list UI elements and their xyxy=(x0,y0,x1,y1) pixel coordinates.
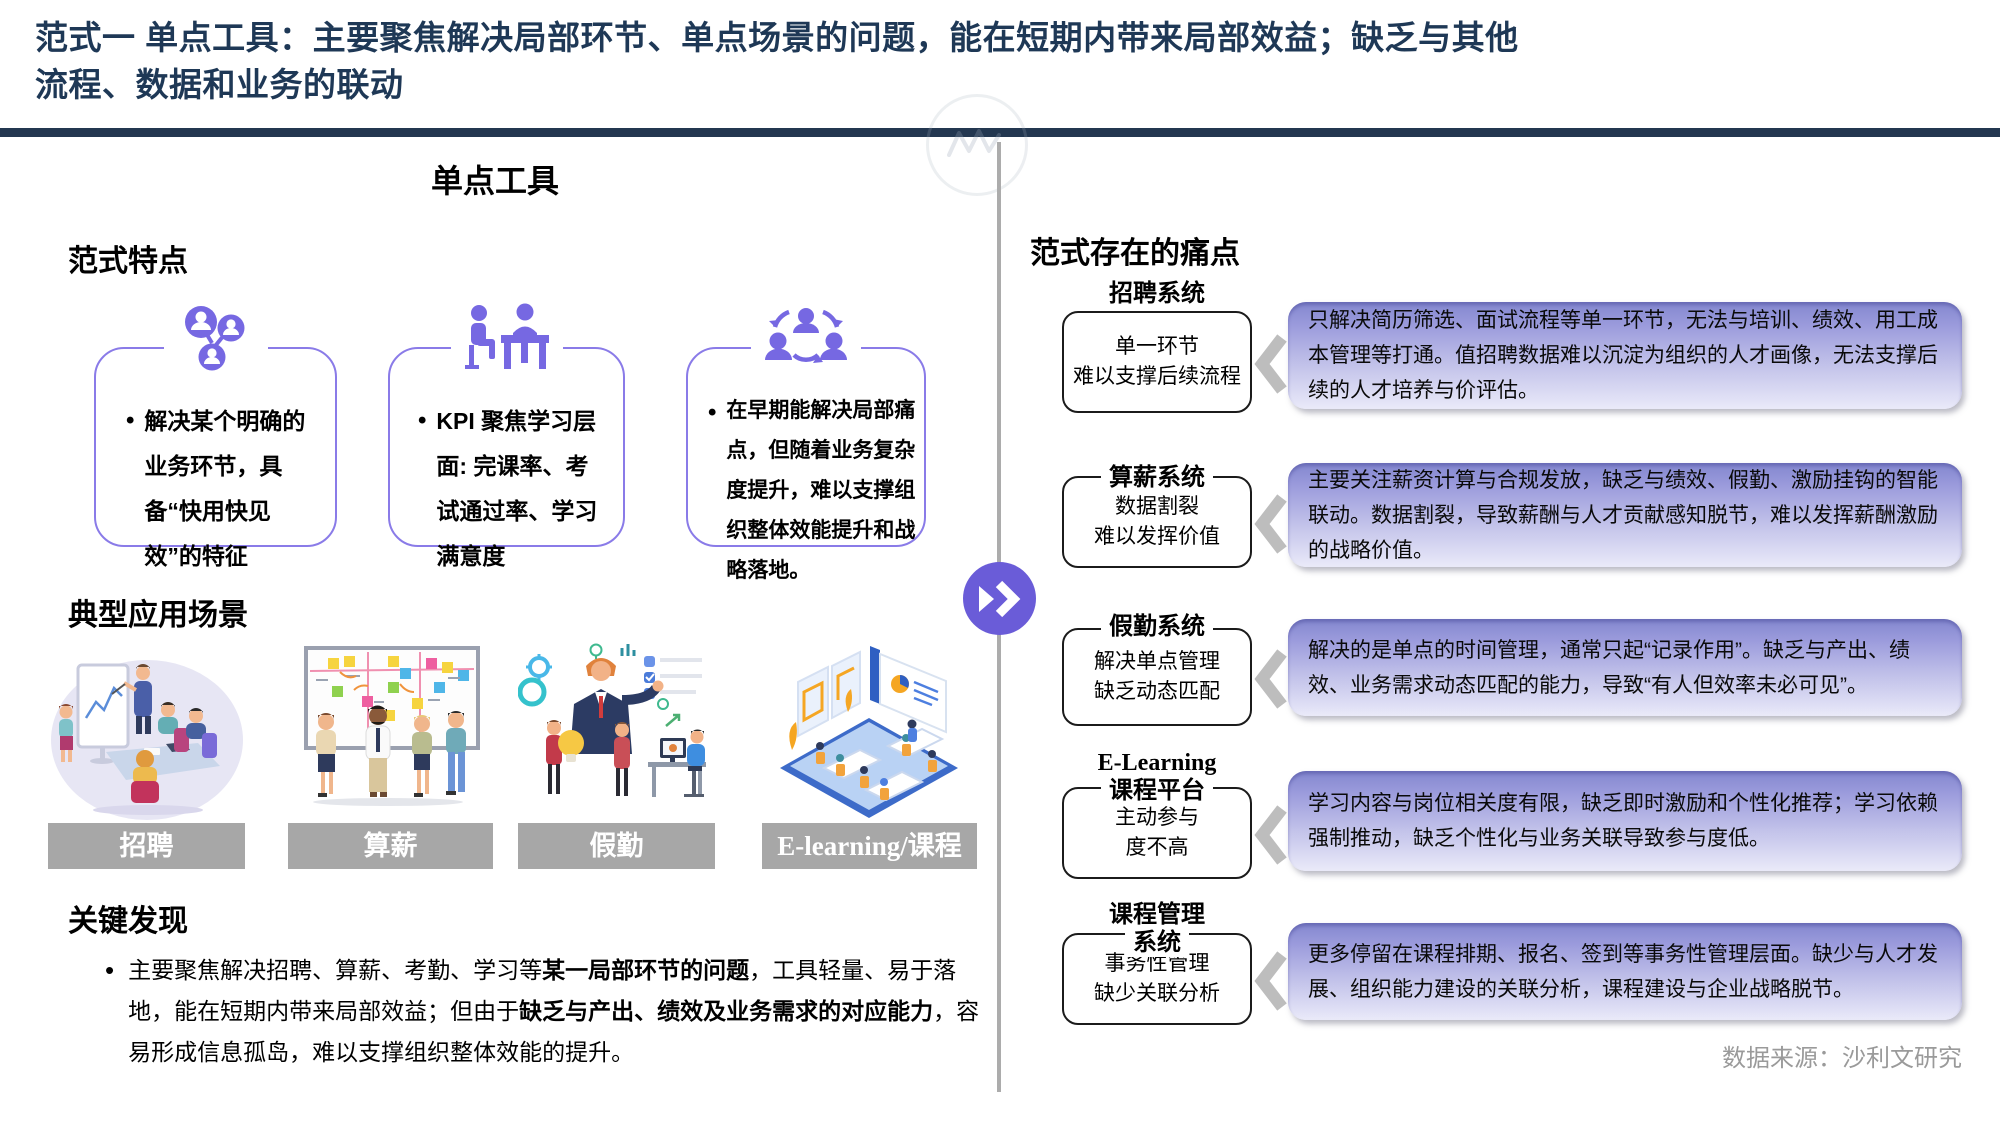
payroll-illustration xyxy=(304,646,480,806)
bullet: • xyxy=(418,407,427,434)
findings-heading: 关键发现 xyxy=(68,905,188,938)
pain-text: 只解决简历筛选、面试流程等单一环节，无法与培训、绩效、用工成本管理等打通。值招聘… xyxy=(1288,302,1962,409)
bullet: • xyxy=(708,399,717,426)
feature-box-limits: • 在早期能解决局部痛点，但随着业务复杂度提升，难以支撑组织整体效能提升和战略落… xyxy=(686,303,926,582)
people-network-icon xyxy=(163,303,268,377)
page-title: 范式一 单点工具：主要聚焦解决局部环节、单点场景的问题，能在短期内带来局部效益；… xyxy=(35,14,1525,108)
page-title-line1: 范式一 单点工具：主要聚焦解决局部环节、单点场景的问题，能在短期内带来局部效益；… xyxy=(35,19,1519,56)
double-chevron-right-icon xyxy=(963,562,1036,635)
feature-box-kpi: • KPI 聚焦学习层面: 完课率、考试通过率、学习满意度 xyxy=(388,303,625,569)
bullet: • xyxy=(126,407,135,434)
pain-text: 学习内容与岗位相关度有限，缺乏即时激励和个性化推荐；学习依赖强制推动，缺乏个性化… xyxy=(1288,771,1962,871)
pain-text: 主要关注薪资计算与合规发放，缺乏与绩效、假勤、激励挂钩的智能联动。数据割裂，导致… xyxy=(1288,463,1962,567)
data-source: 数据来源：沙利文研究 xyxy=(1722,1045,1962,1072)
system-box: 数据割裂 难以发挥价值 xyxy=(1062,476,1252,568)
scenarios-heading: 典型应用场景 xyxy=(68,599,248,632)
elearning-illustration xyxy=(780,646,958,818)
scenario-label-attendance: 假勤 xyxy=(518,823,715,869)
scenario-label-payroll: 算薪 xyxy=(288,823,493,869)
system-title: 算薪系统 xyxy=(1062,464,1252,495)
feature-box-business-link: • 解决某个明确的业务环节，具备“快用快见效”的特征 xyxy=(94,303,337,569)
feature-2-text: KPI 聚焦学习层面: 完课率、考试通过率、学习满意度 xyxy=(436,408,598,569)
recruitment-illustration xyxy=(51,660,243,820)
scenario-card-elearning: E-learning/课程 xyxy=(762,640,977,869)
chevron-left-icon xyxy=(1254,649,1287,709)
chevron-left-icon xyxy=(1254,805,1287,865)
interview-icon xyxy=(450,303,563,375)
chevron-left-icon xyxy=(1254,334,1287,394)
pain-text: 更多停留在课程排期、报名、签到等事务性管理层面。缺少与人才发展、组织能力建设的关… xyxy=(1288,923,1962,1020)
logo-watermark-icon xyxy=(926,94,1028,196)
feature-text: • KPI 聚焦学习层面: 完课率、考试通过率、学习满意度 xyxy=(418,399,607,579)
feature-1-text: 解决某个明确的业务环节，具备“快用快见效”的特征 xyxy=(144,408,306,569)
system-title: E-Learning 课程平台 xyxy=(1062,749,1252,808)
scenario-card-attendance: 假勤 xyxy=(518,640,715,869)
bullet: • xyxy=(105,955,115,985)
feature-3-text: 在早期能解决局部痛点，但随着业务复杂度提升，难以支撑组织整体效能提升和战略落地。 xyxy=(726,399,916,582)
page-title-line2: 流程、数据和业务的联动 xyxy=(35,66,404,103)
system-title: 招聘系统 xyxy=(1062,280,1252,311)
key-findings-text: 主要聚焦解决招聘、算薪、考勤、学习等某一局部环节的问题，工具轻量、易于落地，能在… xyxy=(128,957,980,1065)
pain-text: 解决的是单点的时间管理，通常只起“记录作用”。缺乏与产出、绩效、业务需求动态匹配… xyxy=(1288,619,1962,716)
system-title: 课程管理 系统 xyxy=(1062,901,1252,960)
chevron-left-icon xyxy=(1254,494,1287,554)
chevron-left-icon xyxy=(1254,951,1287,1011)
system-box: 解决单点管理 缺乏动态匹配 xyxy=(1062,628,1252,726)
feature-text: • 在早期能解决局部痛点，但随着业务复杂度提升，难以支撑组织整体效能提升和战略落… xyxy=(708,391,916,591)
features-heading: 范式特点 xyxy=(68,245,188,278)
system-title: 假勤系统 xyxy=(1062,613,1252,644)
scenario-card-payroll: 算薪 xyxy=(288,640,493,869)
scenario-label-elearning: E-learning/课程 xyxy=(762,823,977,869)
scenario-label-recruitment: 招聘 xyxy=(48,823,245,869)
left-panel-title: 单点工具 xyxy=(430,163,559,199)
feature-text: • 解决某个明确的业务环节，具备“快用快见效”的特征 xyxy=(126,399,315,579)
pain-points-heading: 范式存在的痛点 xyxy=(1030,237,1240,270)
system-box: 单一环节 难以支撑后续流程 xyxy=(1062,311,1252,413)
scenario-card-recruitment: 招聘 xyxy=(48,640,245,869)
team-sync-icon xyxy=(751,303,861,373)
attendance-illustration xyxy=(518,643,706,797)
key-findings: • 主要聚焦解决招聘、算薪、考勤、学习等某一局部环节的问题，工具轻量、易于落地，… xyxy=(105,950,1017,1073)
